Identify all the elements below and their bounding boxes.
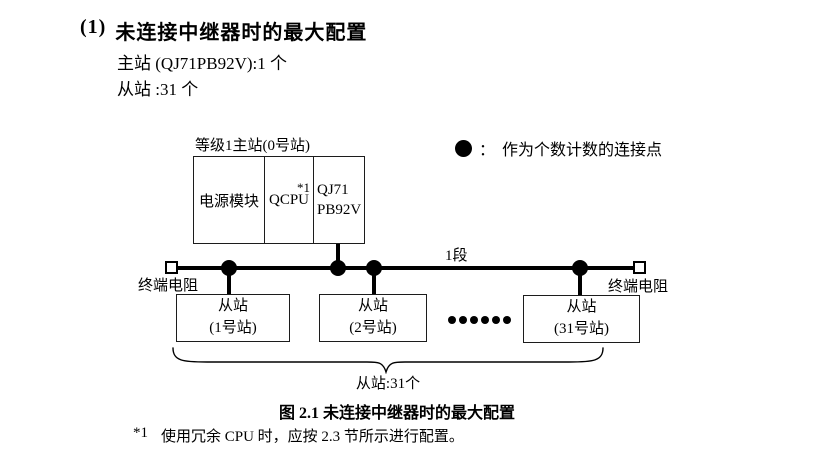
figure-caption: 图 2.1 未连接中继器时的最大配置: [278, 405, 515, 422]
intro-line-slave: 从站 :31 个: [117, 80, 199, 99]
slave2-line1: 从站: [357, 298, 388, 315]
slave-box-31: 从站 (31号站): [523, 295, 640, 343]
footnote-text: 使用冗余 CPU 时，应按 2.3 节所示进行配置。: [161, 429, 464, 445]
power-module-cell: 电源模块: [194, 157, 265, 243]
terminator-label-right: 终端电阻: [608, 279, 669, 295]
ellipsis-dots: [448, 316, 511, 324]
slave31-line1: 从站: [566, 299, 597, 316]
slave1-line2: (1号站): [209, 320, 257, 336]
cpu-footnote-mark: *1: [297, 180, 310, 195]
slave2-drop-line: [372, 268, 376, 295]
slave1-drop-line: [227, 268, 231, 295]
master-station-label: 等级1主站(0号站): [195, 138, 310, 154]
slave-box-1: 从站 (1号站): [176, 294, 290, 342]
section-heading: (1) 未连接中继器时的最大配置: [80, 16, 367, 45]
master-station-box: 电源模块 *1 QCPU QJ71 PB92V: [193, 156, 365, 244]
terminator-square-left: [165, 261, 178, 274]
slave31-line2: (31号站): [554, 321, 609, 337]
section-number: (1): [80, 16, 107, 38]
section-title: 未连接中继器时的最大配置: [115, 22, 368, 44]
terminator-square-right: [633, 261, 646, 274]
terminator-label-left: 终端电阻: [138, 278, 199, 294]
slave31-drop-line: [578, 268, 582, 296]
legend: ： 作为个数计数的连接点: [455, 136, 662, 160]
footnote-mark: *1: [133, 425, 148, 441]
connection-point-icon: [455, 139, 472, 157]
network-module-line2: PB92V: [317, 202, 362, 218]
legend-label: 作为个数计数的连接点: [502, 142, 663, 159]
slave1-line1: 从站: [217, 298, 248, 315]
segment-label: 1段: [445, 248, 468, 264]
cpu-module-label: QCPU: [269, 191, 310, 208]
cpu-module-cell: *1 QCPU: [265, 157, 314, 243]
brace: [172, 347, 604, 374]
slave-box-2: 从站 (2号站): [319, 294, 427, 342]
connection-dot-master: [330, 260, 346, 276]
brace-label: 从站:31个: [355, 376, 421, 392]
bus-line: [172, 266, 639, 270]
intro-line-master: 主站 (QJ71PB92V):1 个: [117, 54, 288, 73]
footnote: *1 使用冗余 CPU 时，应按 2.3 节所示进行配置。: [133, 425, 464, 446]
legend-separator: ：: [479, 142, 496, 159]
network-module-cell: QJ71 PB92V: [314, 157, 364, 243]
master-drop-line: [336, 244, 340, 268]
network-module-line1: QJ71: [317, 181, 349, 198]
slave2-line2: (2号站): [349, 320, 397, 336]
